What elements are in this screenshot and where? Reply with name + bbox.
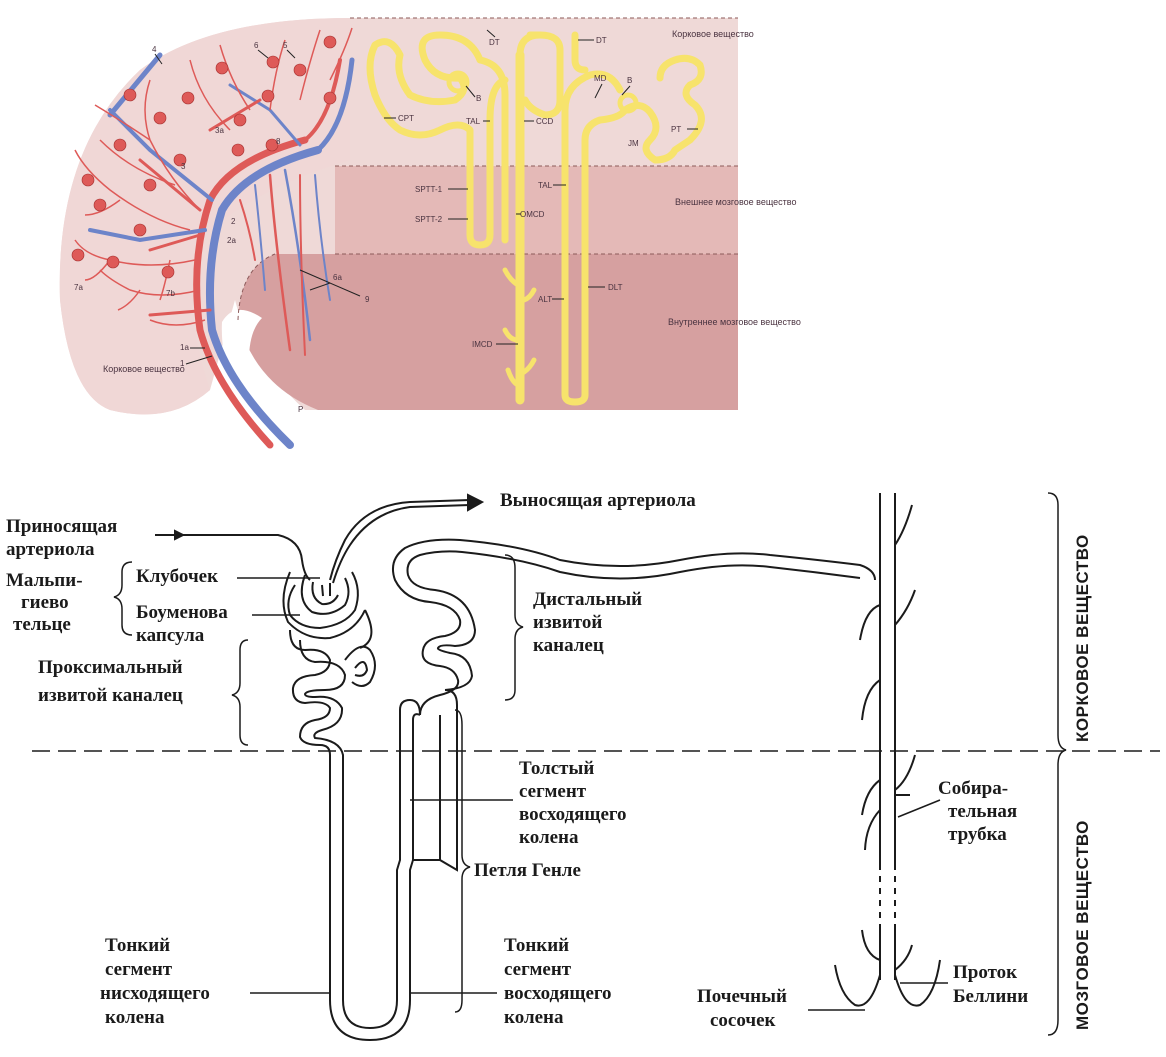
label-thin-desc-1: Тонкий: [105, 935, 170, 956]
label-ccd: CCD: [536, 117, 554, 126]
label-omcd: OMCD: [520, 210, 545, 219]
label-bowman-2: капсула: [136, 625, 205, 646]
loop-of-henle: [329, 689, 458, 1042]
label-bowman-1: Боуменова: [136, 602, 228, 623]
label-thin-asc-2: сегмент: [504, 959, 572, 980]
zone-labels: Корковое вещество Внешнее мозговое вещес…: [103, 29, 801, 374]
main-vessels: [88, 52, 355, 449]
label-proximal-1: Проксимальный: [38, 657, 183, 678]
label-distal-3: каналец: [533, 635, 604, 656]
inner-medulla-label: Внутреннее мозговое вещество: [668, 317, 801, 327]
label-8: 8: [276, 137, 281, 146]
label-glomerulus: Клубочек: [136, 566, 218, 587]
label-collecting-2: тельная: [948, 801, 1017, 822]
vessel-labels: 4 6 5 3а 8 3 2 2а 7а 7b 1а 1 6а 9: [74, 41, 370, 368]
top-kidney-diagram: Корковое вещество Внешнее мозговое вещес…: [59, 17, 801, 449]
label-proximal-2: извитой каналец: [38, 685, 183, 706]
label-cpt: CPT: [398, 114, 414, 123]
cortex-label: Корковое вещество: [672, 29, 754, 39]
proximal-tubule: [289, 609, 376, 1000]
label-6a: 6а: [333, 273, 342, 282]
label-thick-2: сегмент: [519, 781, 587, 802]
label-thin-desc-3: нисходящего: [100, 983, 210, 1004]
label-pt: PT: [671, 125, 681, 134]
label-thin-desc-4: колена: [105, 1007, 165, 1028]
label-loop-henle: Петля Генле: [474, 860, 581, 881]
label-thick-1: Толстый: [519, 758, 594, 779]
glomeruli: [71, 35, 337, 279]
label-sptt1: SPTT-1: [415, 185, 443, 194]
label-7b: 7b: [166, 289, 175, 298]
label-malpighian-1: Мальпи-: [6, 570, 83, 591]
label-sptt2: SPTT-2: [415, 215, 443, 224]
bottom-labels: Выносящая артериола Приносящая артериола…: [6, 490, 1092, 1031]
label-3: 3: [181, 162, 186, 171]
label-dt-a: DT: [489, 38, 500, 47]
braces: [113, 492, 1067, 1036]
label-bellini-1: Проток: [953, 962, 1017, 983]
label-6: 6: [254, 41, 259, 50]
label-p: P: [298, 405, 303, 414]
label-2: 2: [231, 217, 236, 226]
label-thin-asc-3: восходящего: [504, 983, 612, 1004]
label-thick-3: восходящего: [519, 804, 627, 825]
label-b-b: B: [627, 76, 632, 85]
label-distal-2: извитой: [533, 612, 602, 633]
distal-tubule: [392, 538, 876, 716]
inner-medulla-zone: [238, 254, 738, 410]
interlobular-arteries: [74, 27, 353, 326]
nephron-tubules: [366, 31, 705, 406]
label-alt: ALT: [538, 295, 552, 304]
label-afferent-1: Приносящая: [6, 516, 117, 537]
label-thick-4: колена: [519, 827, 579, 848]
renal-pelvis: [221, 309, 262, 410]
label-1: 1: [180, 359, 185, 368]
label-efferent-arteriole: Выносящая артериола: [500, 490, 696, 511]
cortex-left-label: Корковое вещество: [103, 364, 185, 374]
label-jm: JM: [628, 139, 639, 148]
label-4: 4: [152, 45, 157, 54]
malpighian-body: [282, 571, 366, 640]
label-collecting-3: трубка: [948, 824, 1007, 845]
label-afferent-2: артериола: [6, 539, 95, 560]
label-cortex-vertical: КОРКОВОЕ ВЕЩЕСТВО: [1073, 534, 1092, 742]
label-tal-a: TAL: [466, 117, 481, 126]
label-imcd: IMCD: [472, 340, 493, 349]
label-papilla-1: Почечный: [697, 986, 787, 1007]
label-b-a: B: [476, 94, 481, 103]
label-malpighian-3: тельце: [13, 614, 71, 635]
label-dt-b: DT: [596, 36, 607, 45]
outer-medulla-label: Внешнее мозговое вещество: [675, 197, 796, 207]
bottom-leaders: [237, 577, 948, 1011]
label-thin-asc-4: колена: [504, 1007, 564, 1028]
label-distal-1: Дистальный: [533, 589, 642, 610]
label-5: 5: [283, 41, 288, 50]
label-dlt: DLT: [608, 283, 623, 292]
outer-medulla-zone: [335, 166, 738, 254]
label-md: MD: [594, 74, 607, 83]
label-9: 9: [365, 295, 370, 304]
label-3a: 3а: [215, 126, 224, 135]
label-bellini-2: Беллини: [953, 986, 1028, 1007]
label-thin-desc-2: сегмент: [105, 959, 173, 980]
label-7a: 7а: [74, 283, 83, 292]
label-papilla-2: сосочек: [710, 1010, 776, 1031]
label-collecting-1: Собира-: [938, 778, 1008, 799]
label-medulla-vertical: МОЗГОВОЕ ВЕЩЕСТВО: [1073, 820, 1092, 1030]
label-tal-b: TAL: [538, 181, 553, 190]
bottom-nephron-diagram: Выносящая артериола Приносящая артериола…: [6, 490, 1160, 1042]
label-2a: 2а: [227, 236, 236, 245]
label-1a: 1а: [180, 343, 189, 352]
label-malpighian-2: гиево: [21, 592, 69, 613]
afferent-arteriole: [155, 493, 485, 584]
tubule-labels: DT DT B B MD CPT TAL CCD PT JM TAL SPTT-…: [298, 29, 698, 414]
label-thin-asc-1: Тонкий: [504, 935, 569, 956]
collecting-duct: [834, 493, 941, 1007]
